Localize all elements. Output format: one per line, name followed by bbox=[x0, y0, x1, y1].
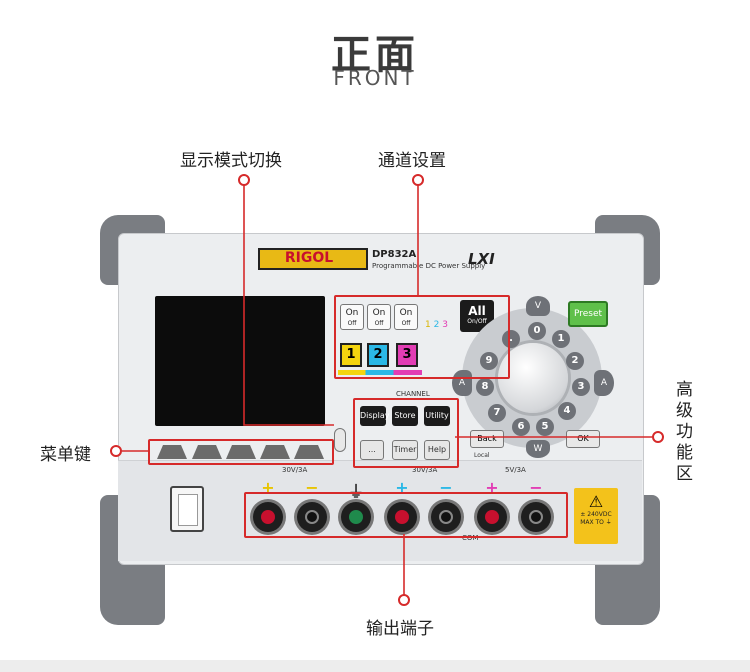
mini-channel-2: 2 bbox=[433, 320, 440, 330]
onoff-label: On bbox=[399, 308, 413, 318]
local-label: Local bbox=[474, 452, 490, 459]
all-label: All bbox=[468, 304, 486, 318]
all-sublabel: On/Off bbox=[467, 318, 487, 325]
onoff-label: On bbox=[345, 308, 359, 318]
key-9[interactable]: 9 bbox=[480, 352, 498, 370]
key-1[interactable]: 1 bbox=[552, 330, 570, 348]
display-toggle-label: 显示模式切换 bbox=[180, 151, 282, 171]
ch3-positive-terminal[interactable] bbox=[477, 502, 507, 532]
key-2[interactable]: 2 bbox=[566, 352, 584, 370]
terminals-highlight bbox=[244, 492, 568, 538]
key-8[interactable]: 8 bbox=[476, 378, 494, 396]
menu-keys-highlight bbox=[148, 439, 334, 465]
menu-softkey-2[interactable] bbox=[192, 445, 222, 459]
channel1-select-button[interactable]: 1 bbox=[340, 343, 362, 367]
com-label: COM bbox=[462, 534, 479, 542]
onoff-sublabel: Off bbox=[401, 320, 411, 327]
brand-logo: RIGOL bbox=[284, 250, 334, 266]
key-5[interactable]: 5 bbox=[536, 418, 554, 436]
warning-icon: ⚠ bbox=[588, 492, 604, 511]
page-subtitle: FRONT bbox=[333, 66, 417, 90]
key-7[interactable]: 7 bbox=[488, 404, 506, 422]
power-rocker bbox=[178, 494, 198, 526]
channel-settings-dot bbox=[412, 174, 424, 186]
key-a-left[interactable]: A bbox=[452, 370, 472, 396]
key-dot[interactable]: . bbox=[502, 330, 520, 348]
menu-softkey-3[interactable] bbox=[226, 445, 256, 459]
onoff-sublabel: Off bbox=[347, 320, 357, 327]
store-button[interactable]: Store bbox=[392, 406, 418, 426]
channel-label: CHANNEL bbox=[396, 390, 430, 398]
mini-channel-1: 1 bbox=[425, 320, 431, 330]
ground-terminal[interactable] bbox=[341, 502, 371, 532]
timer-button[interactable]: Timer bbox=[392, 440, 418, 460]
channel-strip bbox=[338, 370, 422, 375]
key-w[interactable]: W bbox=[526, 440, 550, 458]
menu-softkey-1[interactable] bbox=[157, 445, 187, 459]
advanced-functions-label: 高级功能区 bbox=[676, 380, 693, 484]
menu-softkey-4[interactable] bbox=[260, 445, 290, 459]
model-subtitle: Programmable DC Power Supply bbox=[372, 262, 486, 270]
footer-strip bbox=[0, 660, 750, 672]
channel3-select-button[interactable]: 3 bbox=[396, 343, 418, 367]
ch1-positive-terminal[interactable] bbox=[253, 502, 283, 532]
more-button[interactable]: ... bbox=[360, 440, 384, 460]
lower-panel bbox=[118, 460, 642, 561]
page-title: 正面 bbox=[331, 32, 419, 78]
ok-button[interactable]: OK bbox=[566, 430, 600, 448]
key-4[interactable]: 4 bbox=[558, 402, 576, 420]
model-label: DP832A bbox=[372, 249, 417, 260]
menu-keys-label: 菜单键 bbox=[40, 445, 91, 465]
help-button[interactable]: Help bbox=[424, 440, 450, 460]
output-terminals-label: 输出端子 bbox=[366, 619, 434, 639]
ch2-negative-terminal[interactable] bbox=[431, 502, 461, 532]
utility-button[interactable]: Utility bbox=[424, 406, 450, 426]
key-6[interactable]: 6 bbox=[512, 418, 530, 436]
back-button[interactable]: Back bbox=[470, 430, 504, 448]
rating-ch1: 30V/3A bbox=[282, 466, 308, 474]
mini-channel-3: 3 bbox=[442, 320, 448, 330]
menu-softkey-5[interactable] bbox=[294, 445, 324, 459]
onoff-label: On bbox=[372, 308, 386, 318]
advanced-functions-dot bbox=[652, 431, 664, 443]
rating-ch3: 5V/3A bbox=[505, 466, 526, 474]
warning-label: ⚠ ± 240VDC MAX TO ⏚ bbox=[574, 488, 618, 544]
ch1-negative-terminal[interactable] bbox=[297, 502, 327, 532]
key-a-right[interactable]: A bbox=[594, 370, 614, 396]
key-3[interactable]: 3 bbox=[572, 378, 590, 396]
mini-channel-indicators: 1 2 3 bbox=[425, 320, 448, 330]
display-mode-button[interactable] bbox=[334, 428, 346, 452]
channel2-select-button[interactable]: 2 bbox=[367, 343, 389, 367]
key-0[interactable]: 0 bbox=[528, 322, 546, 340]
ch2-positive-terminal[interactable] bbox=[387, 502, 417, 532]
warning-text: ± 240VDC MAX TO ⏚ bbox=[580, 511, 612, 526]
output-terminals-dot bbox=[398, 594, 410, 606]
power-switch[interactable] bbox=[170, 486, 204, 532]
channel-area-highlight bbox=[334, 295, 510, 379]
key-v[interactable]: V bbox=[526, 296, 550, 316]
display-toggle-dot bbox=[238, 174, 250, 186]
function-area-highlight bbox=[353, 398, 459, 468]
ch3-negative-terminal[interactable] bbox=[521, 502, 551, 532]
preset-button[interactable]: Preset bbox=[568, 301, 608, 327]
channel-settings-label: 通道设置 bbox=[378, 151, 446, 171]
menu-keys-dot bbox=[110, 445, 122, 457]
display-screen bbox=[155, 296, 325, 426]
display-button[interactable]: Display bbox=[360, 406, 390, 426]
rating-ch2: 30V/3A bbox=[412, 466, 438, 474]
lxi-logo: LXI bbox=[468, 250, 495, 268]
ground-marker: ⏚ bbox=[347, 482, 364, 501]
onoff-sublabel: Off bbox=[374, 320, 384, 327]
